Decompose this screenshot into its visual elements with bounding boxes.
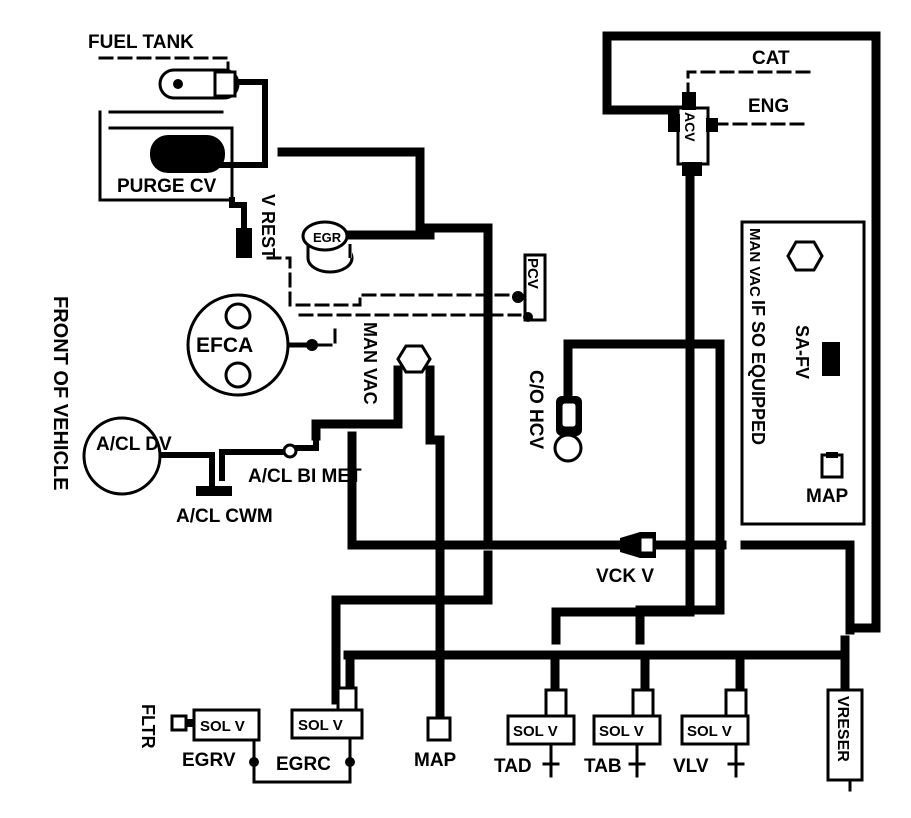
- dash-fuel-tank: [98, 56, 230, 72]
- label-eng: ENG: [748, 96, 789, 117]
- acv-valve: [668, 92, 718, 176]
- label-sol-v-egrv: SOL V: [200, 718, 245, 735]
- label-sol-v-tab: SOL V: [599, 723, 644, 740]
- sol-v-egrc: [290, 686, 364, 740]
- map-sensor-bottom: [426, 716, 452, 742]
- label-egrc: EGRC: [276, 754, 331, 775]
- label-tad: TAD: [494, 756, 532, 777]
- tad-terminal: [542, 742, 560, 778]
- man-vac-fitting-left: [396, 344, 432, 374]
- label-cat: CAT: [752, 48, 790, 69]
- label-acl-dv: A/CL DV: [96, 434, 172, 455]
- hose-egrc: [331, 550, 493, 705]
- hose-man-vac-left: [311, 365, 403, 441]
- hose-tank-right: [219, 79, 268, 168]
- hose-purge-top: [277, 147, 493, 305]
- label-sol-v-tad: SOL V: [513, 723, 558, 740]
- sol-v-egrv: [170, 708, 261, 742]
- label-map-bottom: MAP: [414, 750, 457, 771]
- label-pcv: PCV: [524, 258, 541, 289]
- fuel-tank-canister: [158, 68, 240, 100]
- label-acv: ACV: [682, 112, 698, 142]
- vreser-reservoir: [826, 688, 864, 782]
- label-sol-v-vlv: SOL V: [687, 723, 732, 740]
- dash-vrest: [266, 256, 522, 307]
- hose-acl-dv: [157, 452, 215, 493]
- vlv-terminal: [727, 742, 745, 778]
- sol-v-tad: [506, 688, 576, 746]
- if-so-equipped-box: [740, 220, 866, 526]
- vck-v-valve: [620, 532, 656, 558]
- safv-valve: [822, 342, 840, 376]
- label-vreser: VRESER: [834, 696, 851, 762]
- label-egr: EGR: [313, 230, 342, 245]
- man-vac-fitting-right: [786, 240, 824, 272]
- tab-terminal: [628, 742, 646, 778]
- label-egrv: EGRV: [182, 750, 236, 771]
- egr-valve: [301, 220, 354, 274]
- hose-vck-left: [347, 431, 625, 550]
- label-map-right: MAP: [806, 486, 849, 507]
- label-v-rest: V REST: [258, 194, 278, 259]
- label-tab: TAB: [584, 756, 622, 777]
- label-fltr: FLTR: [138, 704, 158, 749]
- egrc-terminal: [345, 757, 355, 767]
- hose-to-tab: [635, 555, 725, 645]
- sol-v-tab: [592, 688, 662, 746]
- acl-bimet-fitting: [282, 443, 298, 459]
- acl-cwm: [196, 486, 232, 496]
- label-front-of-vehicle: FRONT OF VEHICLE: [49, 296, 71, 490]
- dash-cat: [686, 70, 812, 98]
- label-vck-v: VCK V: [596, 566, 654, 587]
- hose-acl-bimet: [219, 449, 293, 481]
- acl-dv-valve: [82, 416, 162, 496]
- label-man-vac-right: MAN VAC: [746, 228, 763, 297]
- hose-acv-to-tad: [551, 540, 695, 645]
- label-purge-cv: PURGE CV: [117, 176, 217, 197]
- label-vlv: VLV: [673, 756, 709, 777]
- label-acl-cwm: A/CL CWM: [176, 506, 273, 527]
- hose-acl-to-man: [287, 433, 319, 451]
- label-efca: EFCA: [196, 334, 253, 357]
- hose-vck-to-vreser: [740, 540, 855, 635]
- label-man-vac-left: MAN VAC: [360, 322, 380, 405]
- hose-cohcv: [563, 339, 725, 565]
- egrv-terminal: [249, 757, 259, 767]
- map-sensor-right: [820, 452, 844, 479]
- v-rest-restrictor: [236, 228, 252, 258]
- hose-map-bottom: [425, 365, 445, 725]
- purge-cv-valve: [150, 135, 225, 173]
- efca-sensor: [186, 293, 318, 397]
- label-acl-bimet: A/CL BI MET: [248, 466, 362, 487]
- hose-vrest-top: [229, 197, 247, 233]
- sol-v-vlv: [680, 688, 750, 746]
- label-sa-fv: SA-FV: [792, 325, 812, 379]
- label-if-so-equipped: IF SO EQUIPPED: [748, 300, 768, 445]
- co-hcv-valve: [553, 396, 583, 463]
- label-co-hcv: C/O HCV: [525, 370, 546, 450]
- hose-acv-loop: [602, 31, 881, 633]
- dash-efca-left: [298, 323, 337, 347]
- label-sol-v-egrc: SOL V: [298, 717, 343, 734]
- pcv-valve: [512, 253, 547, 322]
- label-fuel-tank: FUEL TANK: [88, 32, 194, 53]
